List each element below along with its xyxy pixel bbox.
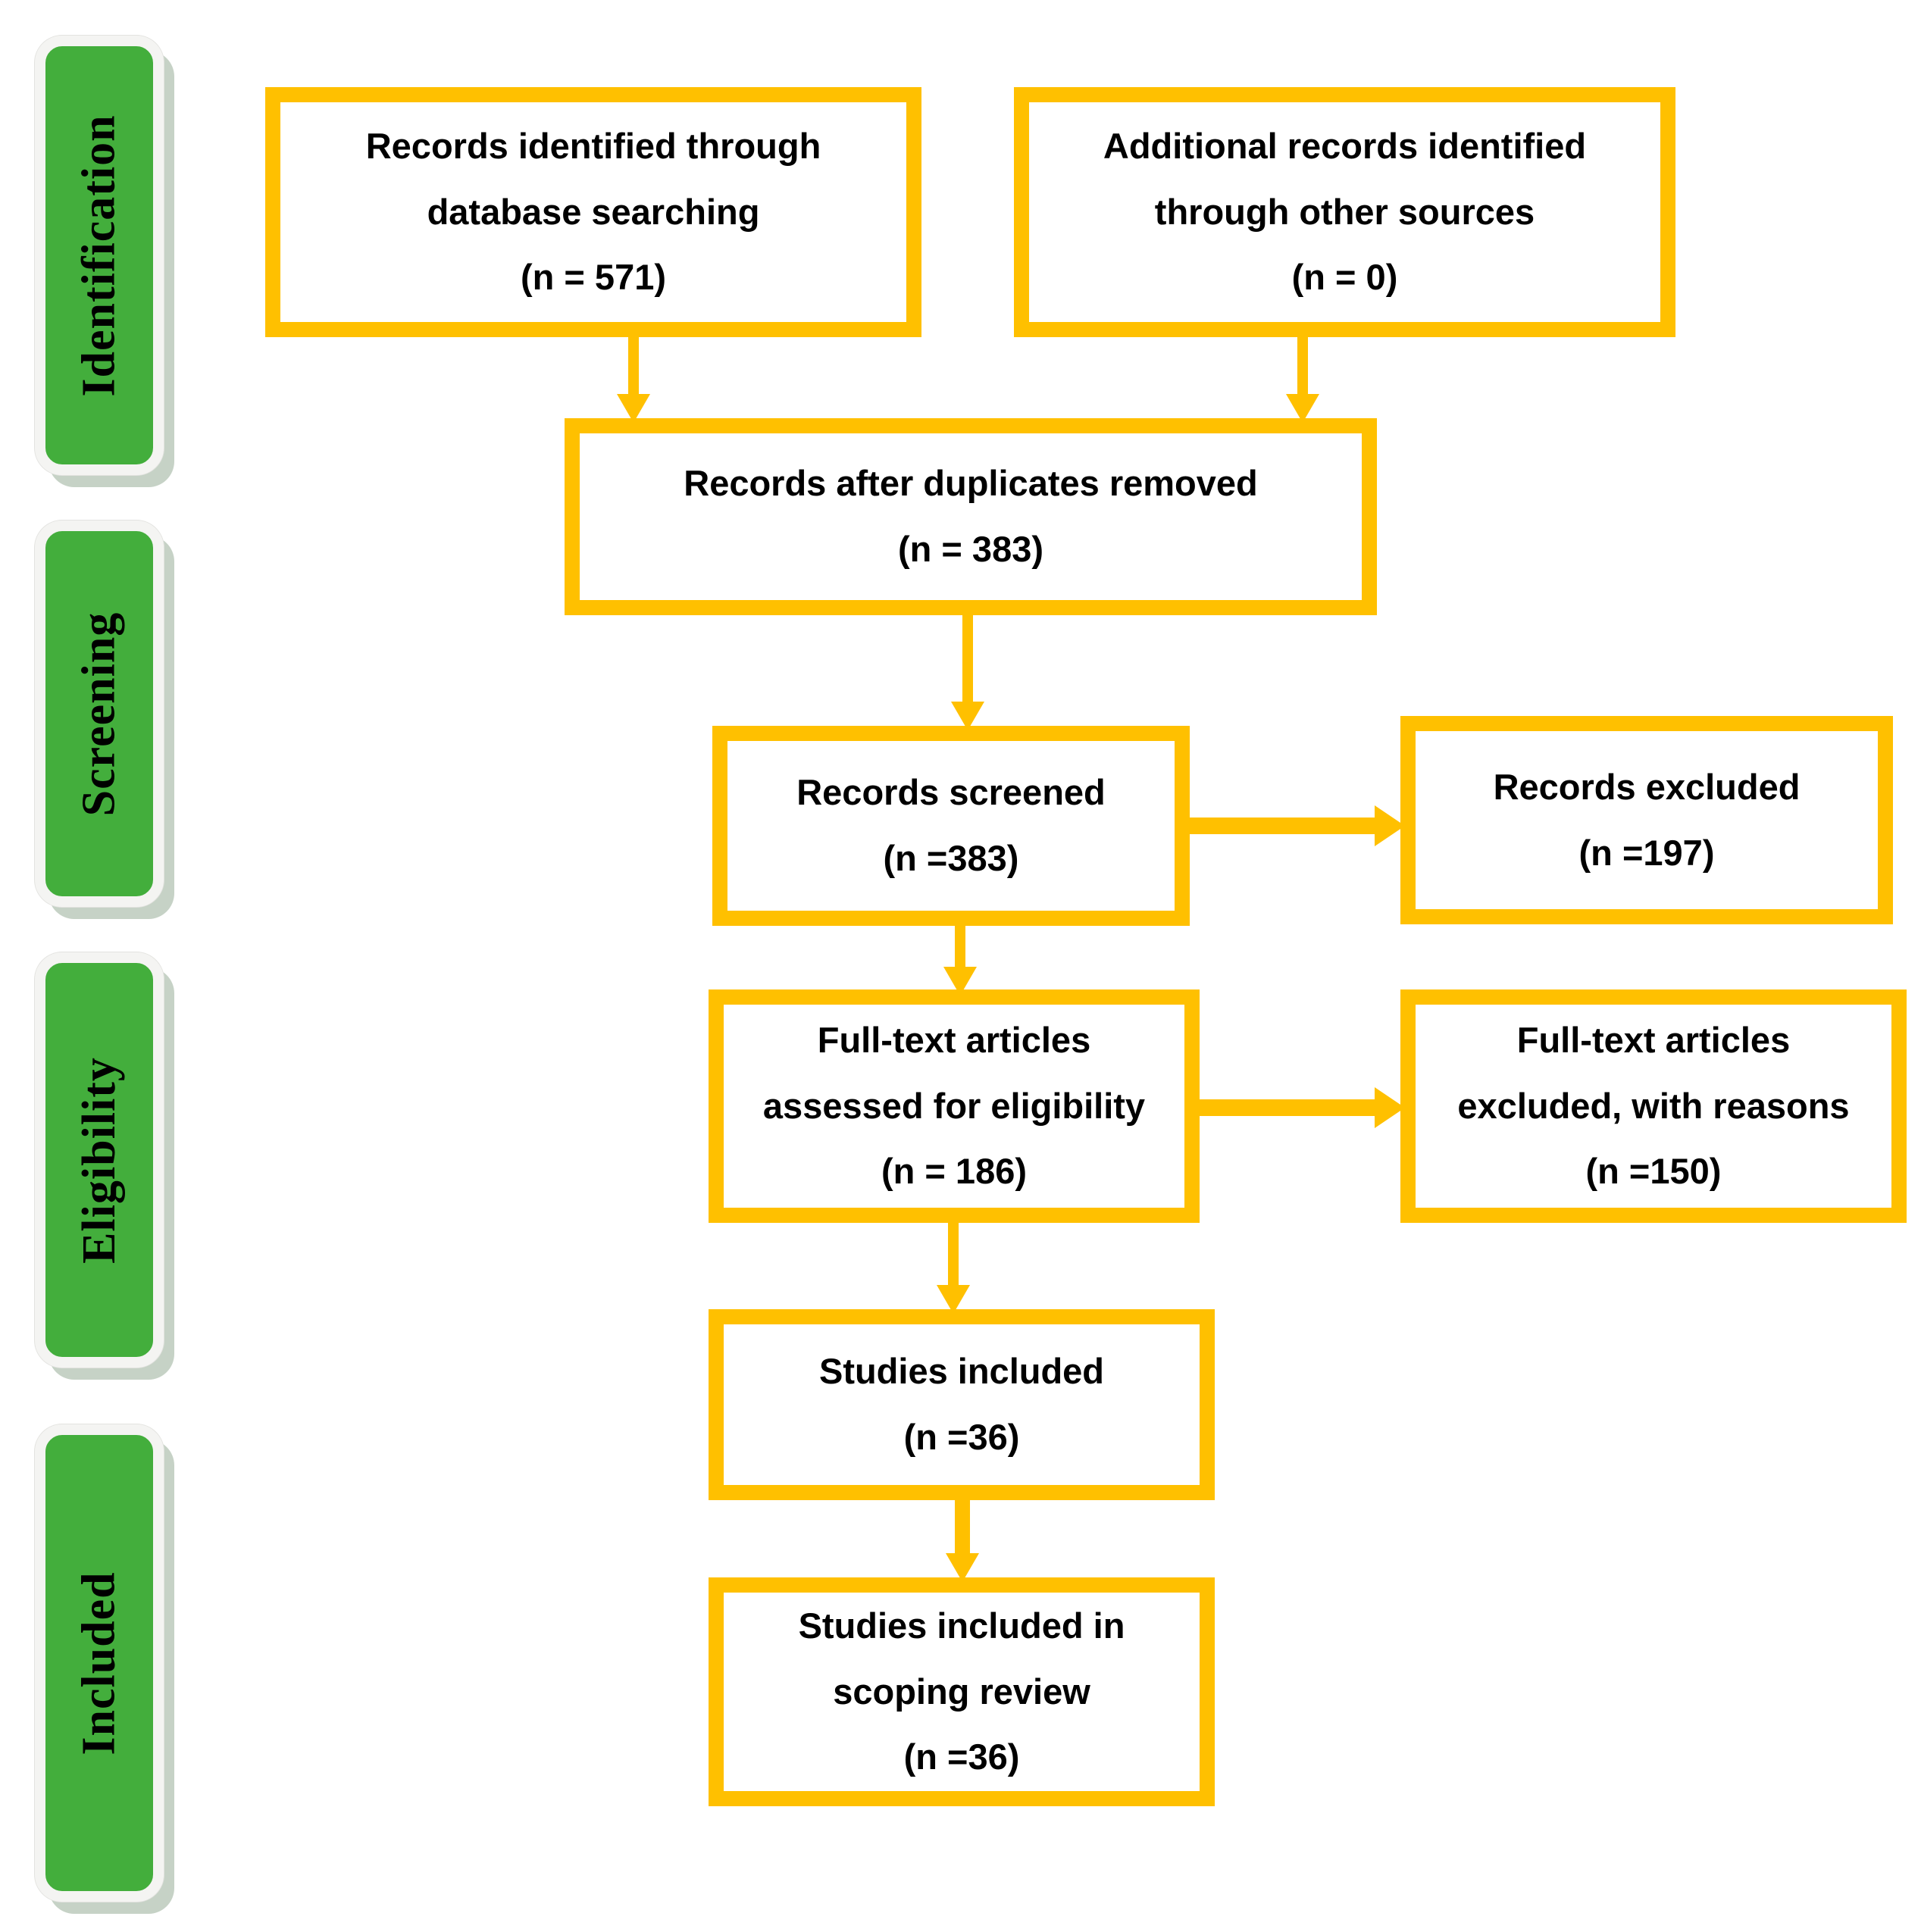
stage-label: Identification	[73, 114, 125, 397]
arrow-line	[1196, 1099, 1378, 1116]
arrow-identified-to-duplicates	[617, 333, 650, 423]
stage-screening: Screening	[35, 521, 164, 907]
box-text: Studies included in scoping review (n =3…	[798, 1605, 1125, 1777]
arrow-line	[1187, 818, 1378, 834]
arrow-line	[948, 1220, 959, 1288]
box-additional-records: Additional records identified through ot…	[1014, 87, 1675, 337]
arrow-screened-to-fulltext	[943, 923, 977, 996]
box-text: Full-text articles assessed for eligibil…	[762, 1019, 1146, 1192]
box-text: Full-text articles excluded, with reason…	[1457, 1019, 1850, 1192]
arrow-studies-to-scoping	[946, 1497, 979, 1582]
stage-eligibility: Eligibility	[35, 952, 164, 1368]
box-text: Additional records identified through ot…	[1103, 125, 1587, 298]
stage-label: Screening	[73, 611, 125, 816]
arrow-line	[962, 612, 973, 705]
box-records-excluded: Records excluded (n =197)	[1400, 716, 1893, 924]
arrow-head	[946, 1553, 979, 1582]
box-text: Records identified through database sear…	[365, 125, 821, 298]
box-fulltext-assessed: Full-text articles assessed for eligibil…	[709, 989, 1200, 1223]
box-studies-included: Studies included (n =36)	[709, 1309, 1215, 1500]
box-text: Records excluded (n =197)	[1493, 766, 1801, 873]
arrow-head	[1375, 805, 1405, 846]
arrow-line	[628, 333, 639, 397]
stage-label: Included	[73, 1571, 125, 1755]
arrow-line	[955, 1497, 970, 1556]
arrow-duplicates-to-screened	[951, 612, 984, 730]
box-text: Records after duplicates removed (n = 38…	[684, 463, 1258, 569]
arrow-screened-to-excluded	[1187, 805, 1405, 846]
box-duplicates-removed: Records after duplicates removed (n = 38…	[565, 418, 1377, 615]
arrow-head	[943, 967, 977, 996]
box-fulltext-excluded: Full-text articles excluded, with reason…	[1400, 989, 1907, 1223]
stage-included: Included	[35, 1424, 164, 1902]
arrow-fulltext-to-studies	[937, 1220, 970, 1314]
arrow-head	[937, 1285, 970, 1314]
arrow-fulltext-to-ft-excluded	[1196, 1087, 1405, 1128]
arrow-head	[951, 702, 984, 730]
box-scoping-review: Studies included in scoping review (n =3…	[709, 1577, 1215, 1806]
arrow-head	[1286, 394, 1319, 423]
stage-identification: Identification	[35, 36, 164, 475]
box-text: Records screened (n =383)	[796, 772, 1106, 878]
box-records-identified: Records identified through database sear…	[265, 87, 921, 337]
arrow-additional-to-duplicates	[1286, 333, 1319, 423]
arrow-line	[955, 923, 965, 970]
box-records-screened: Records screened (n =383)	[712, 726, 1190, 926]
arrow-line	[1297, 333, 1308, 397]
arrow-head	[617, 394, 650, 423]
stage-label: Eligibility	[73, 1056, 125, 1264]
box-text: Studies included (n =36)	[818, 1351, 1105, 1457]
arrow-head	[1375, 1087, 1405, 1128]
